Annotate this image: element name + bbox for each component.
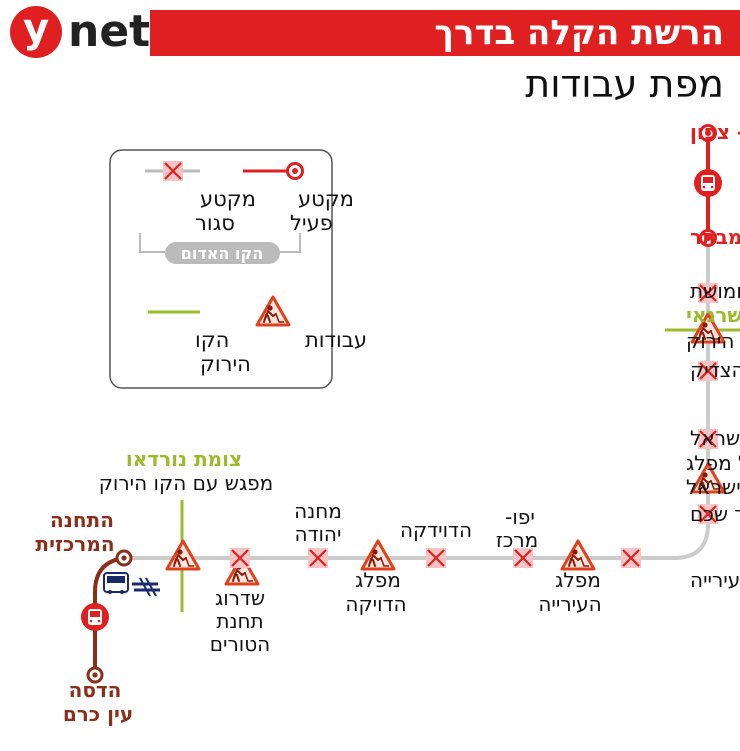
- label-mifleg-hadavidka-1: מפלג: [355, 568, 401, 592]
- label-shidrug-2: תחנת: [216, 609, 263, 633]
- label-mifgash-green-west: מפגש עם הקו הירוק: [99, 471, 274, 495]
- station-hairiya-marker: [620, 547, 642, 569]
- label-mifleg-hadavidka-2: הדויקה: [345, 592, 406, 616]
- bus-icon: [103, 572, 129, 594]
- legend-green-label-2: הירוק: [200, 352, 251, 376]
- label-mifleg-hairiya-2: העירייה: [538, 592, 601, 616]
- label-tsomet-shragai: צומת שרגאי: [686, 303, 740, 327]
- ynet-logo-text: net: [68, 6, 151, 57]
- label-shidrug-3: הטורים: [210, 632, 271, 656]
- label-tsomet-nordau: צומת נורדאו: [126, 447, 242, 471]
- station-hadassah-dot: [92, 672, 98, 678]
- red-line-closed-segment: [124, 238, 710, 560]
- legend-active-label-1: מקטע: [298, 187, 354, 211]
- label-mifleg-hairiya-1: מפלג: [555, 568, 601, 592]
- label-shidrug-1: שדרוג: [215, 586, 265, 610]
- page-title: הרשת הקלה בדרך: [150, 10, 740, 56]
- label-givat-hamivtar: גבעת המבתר: [690, 225, 740, 249]
- legend-red-line-label: הקו האדום: [181, 244, 264, 263]
- label-machane-yehuda-1: מחנה: [294, 499, 342, 523]
- works-icon-mifleg-hairiya: [560, 539, 596, 571]
- station-machane-yehuda-marker: [307, 547, 329, 569]
- train-icon: [132, 577, 160, 597]
- legend-closed-label-1: מקטע: [200, 187, 256, 211]
- station-hadavidka-marker: [425, 547, 447, 569]
- label-hadassah-2: עין כרם: [63, 702, 133, 726]
- label-yafo-merkaz-1: יפו-: [505, 505, 535, 529]
- works-icon-nordau: [165, 539, 201, 571]
- legend-terminal-icon: [286, 162, 304, 180]
- label-tachana-merkazit-2: המרכזית: [35, 532, 114, 556]
- label-shimon-hatsadik: שמעון הצדיק: [690, 358, 740, 382]
- label-hashmal-mifleg-1: חשמול מפלג: [686, 451, 740, 475]
- label-hairiya: העירייה: [690, 568, 740, 592]
- station-shidrug-marker: [229, 547, 251, 569]
- tram-icon-west: [81, 603, 109, 631]
- label-machane-yehuda-2: יהודה: [295, 522, 342, 546]
- legend-works-label: עבודות: [305, 328, 367, 352]
- label-tachana-merkazit-1: התחנה: [50, 508, 114, 532]
- label-neve-yaakov: נווה יעקב – צפון: [690, 120, 740, 144]
- works-icon-mifleg-hadavidka: [360, 539, 396, 571]
- label-hashmal-mifleg-2: שבטי ישראל: [686, 475, 740, 499]
- legend-closed-icon: [162, 160, 184, 182]
- station-tachana-merkazit-dot: [121, 555, 127, 561]
- legend-frame: [109, 149, 333, 389]
- label-hadassah-1: הדסה: [69, 678, 122, 702]
- legend-green-label-1: הקו: [195, 328, 229, 352]
- legend-active-label-2: פעיל: [290, 211, 333, 235]
- legend-closed-label-2: סגור: [195, 211, 235, 235]
- label-givat-hatachmoshet: גבעת התחמושת: [690, 279, 740, 303]
- tram-icon-north: [694, 169, 722, 197]
- label-hadavidka: הדוידקה: [400, 518, 472, 542]
- legend-bracket: [139, 233, 301, 253]
- label-yafo-merkaz-2: מרכז: [496, 528, 538, 552]
- label-mifgash-green-east: מפגש עם הקו הירוק: [686, 329, 740, 353]
- ynet-logo-circle: y: [10, 6, 62, 58]
- legend: מקטע פעיל מקטע סגור הקו האדום עבודות הקו…: [109, 149, 367, 389]
- label-shaar-shchem: שער שכם: [690, 502, 740, 526]
- page-subtitle: מפת עבודות: [525, 62, 724, 106]
- legend-red-line-pill: [165, 242, 280, 264]
- label-shivtei-israel: שבטי ישראל: [690, 426, 740, 450]
